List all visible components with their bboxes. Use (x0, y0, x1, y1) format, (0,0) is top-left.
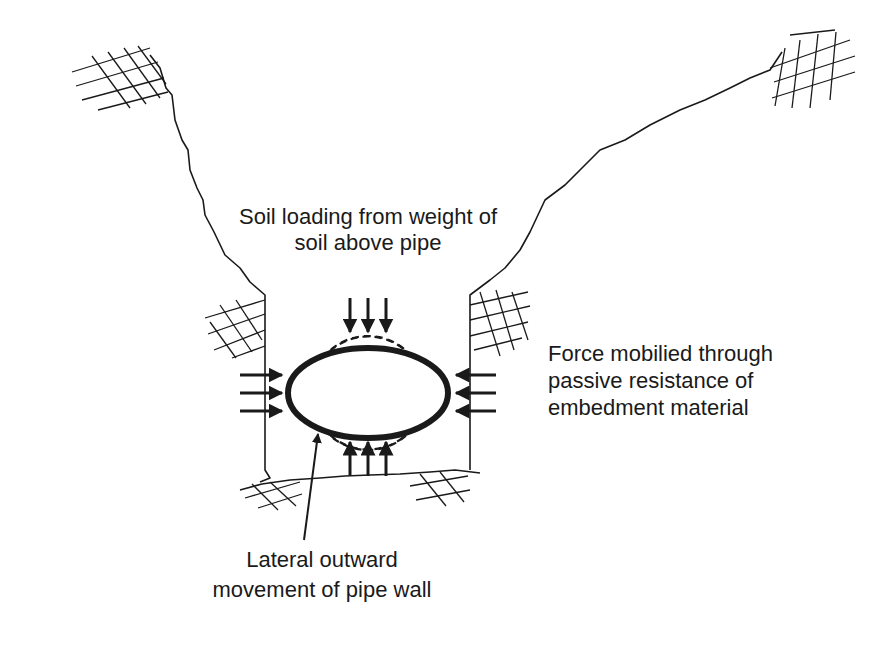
leader-line (304, 434, 318, 540)
soil-hatch (470, 290, 530, 356)
trench-wall (150, 55, 270, 482)
soil-hatch (770, 30, 855, 108)
movement-note: Lateral outward movement of pipe wall (197, 545, 447, 605)
deformed-pipe (288, 348, 448, 438)
soil-hatch (72, 46, 168, 110)
soil-hatch (205, 300, 265, 358)
resistance-note: Force mobilied through passive resistanc… (548, 340, 776, 421)
load-note: Soil loading from weight of soil above p… (223, 204, 513, 256)
trench-wall (470, 52, 782, 470)
original-pipe-outline (330, 336, 406, 351)
soil-hatch (245, 482, 302, 510)
load-arrows (240, 298, 496, 476)
soil-hatch (410, 472, 470, 506)
